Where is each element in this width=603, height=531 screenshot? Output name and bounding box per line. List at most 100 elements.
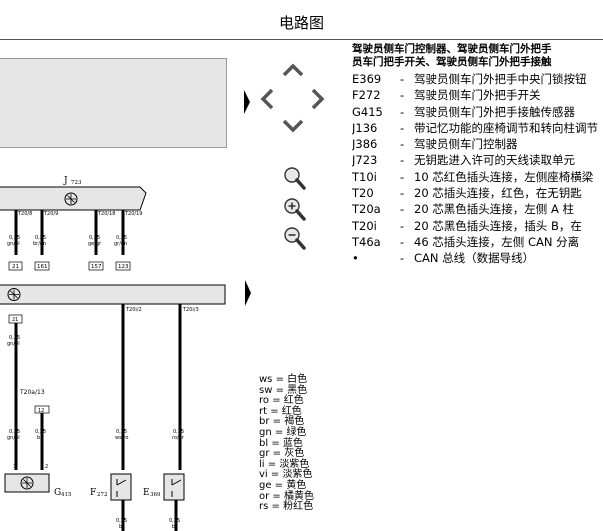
color-key-item: ws = 白色 [259, 374, 314, 386]
legend-desc: 驾驶员侧车门外把手开关 [414, 88, 541, 103]
j723-module: J 723 [0, 176, 147, 211]
wire-color: br/gn [33, 241, 46, 247]
color-name: 红色 [283, 395, 304, 407]
color-name: 橘黄色 [283, 490, 314, 502]
wire-size: 0,35 [35, 235, 46, 241]
color-name: 粉红色 [283, 501, 314, 513]
f272-label: F [90, 488, 96, 498]
color-key-item: gn = 绿色 [259, 426, 314, 439]
color-name: 淡紫色 [279, 458, 310, 470]
legend-code: F272 [352, 88, 381, 103]
page-title: 电路图 [278, 14, 324, 32]
wire-size: 0,35 [116, 235, 127, 241]
color-key-item: br = 褐色 [259, 417, 314, 428]
e369-label: E [143, 488, 150, 498]
color-eq: = [271, 479, 287, 491]
legend-item: T20i -20 芯黑色插头连接，插头 B，在 [352, 218, 603, 234]
legend-item: T46a-46 芯插头连接，左侧 CAN 分离 [352, 234, 603, 250]
zoom-fit-button[interactable] [281, 165, 307, 191]
e369-sub: 369 [150, 492, 161, 498]
wire-color: br [119, 524, 125, 530]
e369-button: E 369 [143, 473, 185, 501]
pan-up-button[interactable] [282, 62, 304, 78]
ground-symbol-icon [20, 476, 34, 490]
ref-21-left: 21 [12, 317, 18, 323]
f272-switch: F 272 [90, 473, 132, 501]
legend-desc: 20 芯黑色插头连接，插头 B，在 [414, 218, 582, 233]
color-abbr: ge [259, 479, 272, 491]
wire-color: br [172, 524, 178, 530]
legend-desc: 20 芯插头连接，红色，在无钥匙 [414, 186, 582, 201]
wire-color: br [37, 435, 43, 441]
legend-heading: 驾驶员侧车门控制器、驾驶员侧车门外把手 员车门把手开关、驾驶员侧车门外把手接触 [352, 43, 603, 69]
color-eq: = [268, 501, 284, 513]
wires-end: 0,35 br 0,35 br [116, 500, 180, 531]
ref-157: 157 [91, 264, 102, 270]
legend-desc: 驾驶员侧车门外把手接触传感器 [414, 104, 575, 119]
color-eq: = [272, 374, 288, 385]
color-key-item: vi = 淡紫色 [259, 470, 314, 481]
legend-dash: - [400, 218, 405, 233]
color-abbr: sw [259, 384, 273, 396]
j723-label: J [63, 176, 68, 186]
legend-desc: 10 芯红色插头连接，左侧座椅横梁 [414, 169, 594, 184]
wires-top: T20/8 T20/9 T20/18 T20/19 0,35 gn/bl 0,3… [7, 210, 142, 255]
wire-color: ws/ro [115, 435, 128, 441]
pan-marker-icon [244, 90, 250, 114]
legend-code: T20 [352, 186, 374, 201]
zoom-out-button[interactable] [281, 225, 307, 251]
wires-bottom: 21 0,35 gn/bl T20a/13 12 0,35 gn/bl 0,35… [7, 304, 199, 470]
color-key-item: ro = 红色 [259, 395, 314, 407]
wire-size: 0,35 [9, 335, 20, 341]
legend-code: J386 [352, 137, 378, 152]
wire-size: 0,35 [9, 235, 20, 241]
g415-label: G [54, 488, 61, 498]
zoom-in-button[interactable] [281, 196, 307, 222]
color-abbr: vi [259, 469, 268, 481]
wire-color: ro/br [172, 435, 185, 441]
legend-code: T20i [352, 218, 377, 233]
color-eq: = [269, 395, 284, 407]
legend-item: E369-驾驶员侧车门外把手中央门锁按钮 [352, 71, 603, 87]
pin-t20-18: T20/18 [97, 211, 115, 217]
wire-size: 0,35 [173, 429, 184, 435]
legend-dash: - [400, 169, 405, 184]
wire-size: 0,35 [116, 429, 127, 435]
legend-item: J723-无钥匙进入许可的天线读取单元 [352, 152, 603, 168]
ref-161: 161 [37, 264, 48, 270]
color-key-item: bl = 蓝色 [259, 437, 314, 450]
ref-123: 123 [118, 264, 129, 270]
color-abbr: gr [259, 448, 270, 460]
color-abbr: rs [259, 501, 269, 513]
color-name: 黑色 [287, 384, 308, 396]
color-name: 淡紫色 [282, 469, 313, 481]
color-abbr: gn [259, 426, 272, 438]
ref-21: 21 [12, 264, 19, 270]
color-name: 灰色 [284, 448, 305, 460]
color-key-item: rs = 粉红色 [259, 501, 314, 513]
legend-desc: 驾驶员侧车门控制器 [414, 137, 518, 152]
color-abbr: bl [259, 437, 269, 449]
color-abbr: li [259, 458, 265, 470]
color-eq: = [264, 458, 280, 470]
wire-size: 0,35 [116, 518, 127, 524]
color-name: 蓝色 [282, 437, 303, 449]
pan-right-button[interactable] [310, 88, 326, 110]
color-eq: = [269, 490, 284, 502]
color-key-item: gr = 灰色 [259, 448, 314, 460]
pan-left-button[interactable] [259, 88, 275, 110]
wire-color: gn/bl [7, 435, 20, 441]
legend-dash: - [400, 137, 405, 152]
color-eq: = [272, 384, 288, 396]
color-key-item: sw = 黑色 [259, 384, 314, 397]
legend-item: J136-带记忆功能的座椅调节和转向柱调节 [352, 120, 603, 136]
wire-size: 0,35 [89, 235, 100, 241]
legend-code: T46a [352, 234, 381, 249]
legend-heading-line: 驾驶员侧车门控制器、驾驶员侧车门外把手 [352, 43, 552, 55]
legend-dash: - [400, 234, 405, 249]
pan-down-button[interactable] [282, 118, 304, 134]
legend-item: G415-驾驶员侧车门外把手接触传感器 [352, 104, 603, 120]
pin-t20i-3: T20i/3 [182, 307, 199, 313]
legend-desc: 无钥匙进入许可的天线读取单元 [414, 153, 575, 168]
